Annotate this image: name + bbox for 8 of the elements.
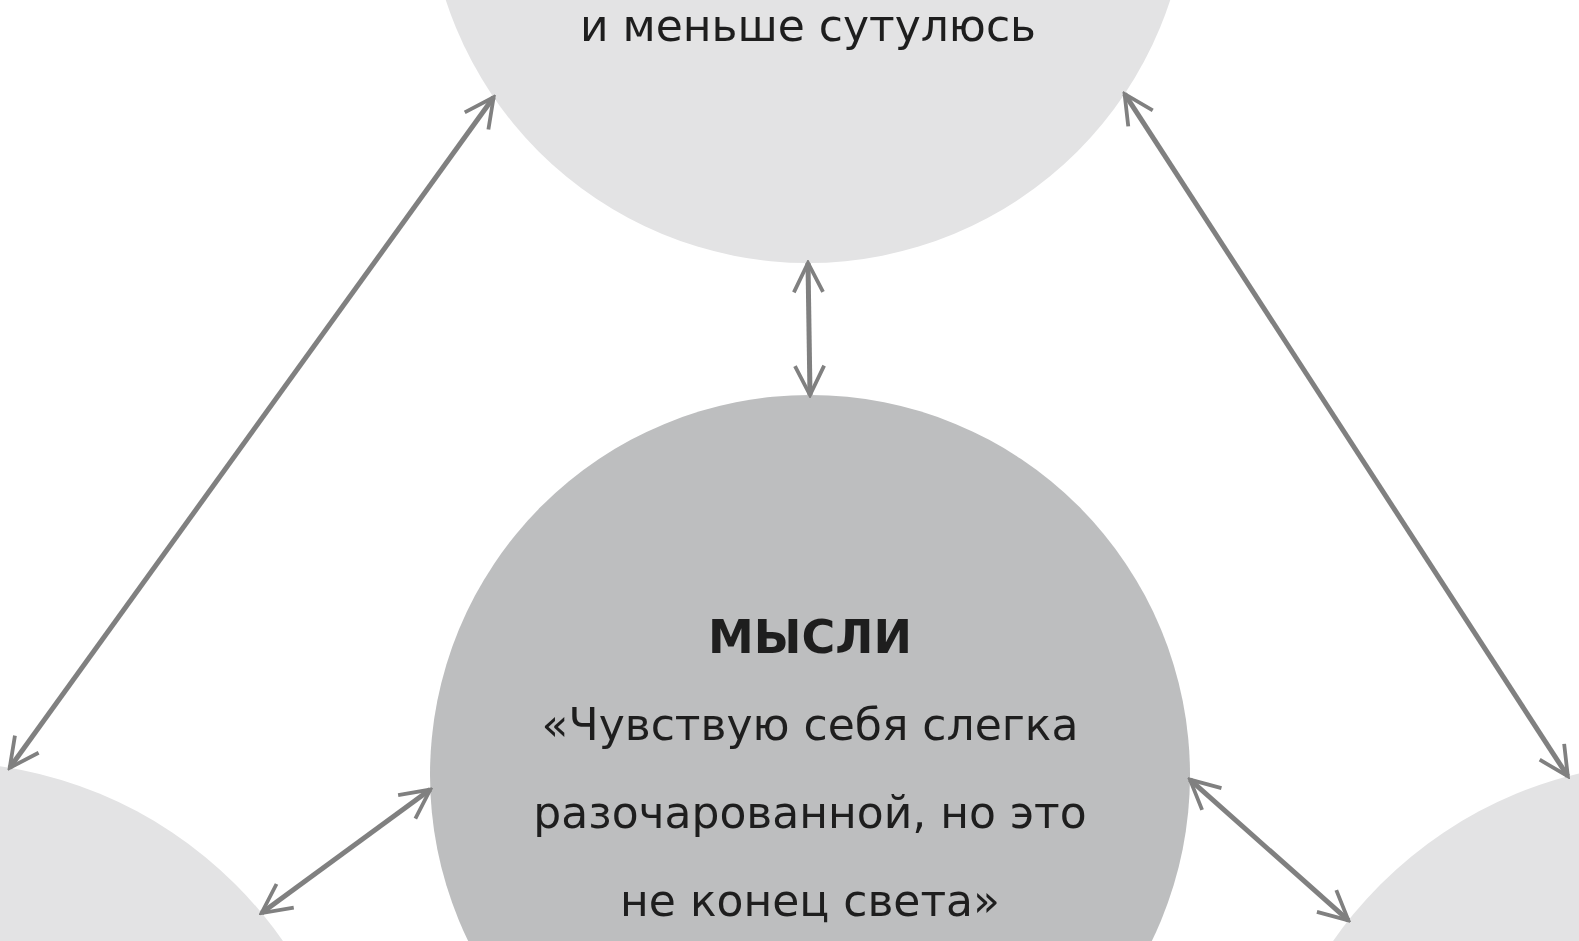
- double-arrow: [7, 95, 496, 770]
- double-arrow: [259, 787, 433, 915]
- double-arrow: [1122, 92, 1570, 779]
- double-arrow: [791, 261, 827, 397]
- circle-text: «Чувствую себя слегка разочарованной, но это не конец света»: [532, 698, 1088, 928]
- circle-heading: МЫСЛИ: [707, 609, 913, 666]
- double-arrow: [1188, 777, 1351, 923]
- circle-text: и меньше сутулюсь: [578, 3, 1038, 49]
